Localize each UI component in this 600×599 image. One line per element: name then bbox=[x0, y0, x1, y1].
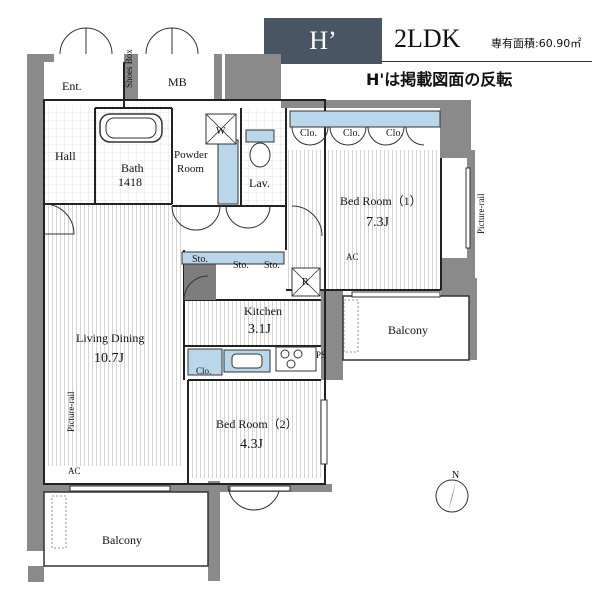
label-mb: MB bbox=[168, 75, 187, 89]
living-floor bbox=[44, 204, 184, 466]
label-sto-2: Sto. bbox=[233, 260, 249, 271]
unit-type-badge: H’ bbox=[264, 18, 382, 64]
label-lav: Lav. bbox=[249, 176, 270, 190]
label-w: W bbox=[216, 126, 226, 137]
label-bath: Bath bbox=[121, 161, 144, 175]
label-clo-kitchen: Clo. bbox=[196, 366, 211, 376]
label-hall: Hall bbox=[55, 149, 76, 163]
storage-block bbox=[184, 264, 216, 300]
label-picture-rail-left: Picture-rail bbox=[66, 391, 76, 432]
reversed-plan-note: H'は掲載図面の反転 bbox=[366, 70, 513, 89]
label-clo-3: Clo. bbox=[386, 128, 403, 139]
refrigerator-cross bbox=[291, 267, 321, 297]
washer-cross bbox=[205, 113, 237, 145]
label-clo-2: Clo. bbox=[343, 128, 360, 139]
bath-floor bbox=[96, 144, 168, 196]
label-balcony-right: Balcony bbox=[388, 323, 428, 337]
label-picture-rail-right: Picture-rail bbox=[476, 193, 486, 234]
toilet bbox=[249, 142, 271, 168]
label-kitchen: Kitchen bbox=[244, 304, 282, 318]
label-bedroom1-size: 7.3J bbox=[366, 215, 390, 230]
label-ent: Ent. bbox=[62, 79, 82, 93]
label-sto-3: Sto. bbox=[264, 260, 280, 271]
floor-area: 専有面積:60.90㎡ bbox=[491, 37, 582, 50]
burner-icon bbox=[286, 359, 296, 369]
label-bedroom2-size: 4.3J bbox=[240, 437, 264, 452]
label-powder-2: Room bbox=[177, 163, 204, 175]
label-sto-1: Sto. bbox=[192, 254, 208, 265]
label-kitchen-size: 3.1J bbox=[248, 322, 272, 337]
label-living-dining: Living Dining bbox=[76, 331, 144, 345]
bathtub-inner bbox=[105, 117, 157, 139]
kitchen-floor bbox=[184, 300, 324, 346]
bedroom2-floor bbox=[188, 380, 328, 478]
label-ac-left: AC bbox=[68, 466, 81, 476]
label-ac-right: AC bbox=[346, 252, 359, 262]
exterior-walls bbox=[27, 54, 477, 582]
label-r: R bbox=[302, 277, 309, 288]
label-balcony-bottom: Balcony bbox=[102, 533, 142, 547]
label-bedroom1: Bed Room（1） bbox=[340, 194, 422, 208]
windows bbox=[69, 167, 471, 492]
door-swings bbox=[43, 27, 425, 511]
kitchen-sink bbox=[231, 353, 263, 369]
label-clo-1: Clo. bbox=[300, 128, 317, 139]
burner-icon bbox=[293, 349, 303, 359]
label-ps: PS bbox=[316, 350, 326, 360]
burner-icon bbox=[280, 349, 290, 359]
label-powder-1: Powder bbox=[174, 149, 208, 161]
balcony-hatches bbox=[51, 299, 359, 549]
layout-type: 2LDK bbox=[394, 24, 461, 53]
north-compass: N bbox=[435, 470, 469, 513]
label-shoes-box: Shoes Box bbox=[124, 49, 134, 88]
bedroom1-floor bbox=[286, 150, 442, 290]
header-underline bbox=[382, 61, 592, 62]
label-living-size: 10.7J bbox=[94, 351, 125, 366]
label-bath-size: 1418 bbox=[118, 175, 142, 189]
label-bedroom2: Bed Room（2） bbox=[216, 417, 298, 431]
north-label: N bbox=[452, 470, 459, 481]
